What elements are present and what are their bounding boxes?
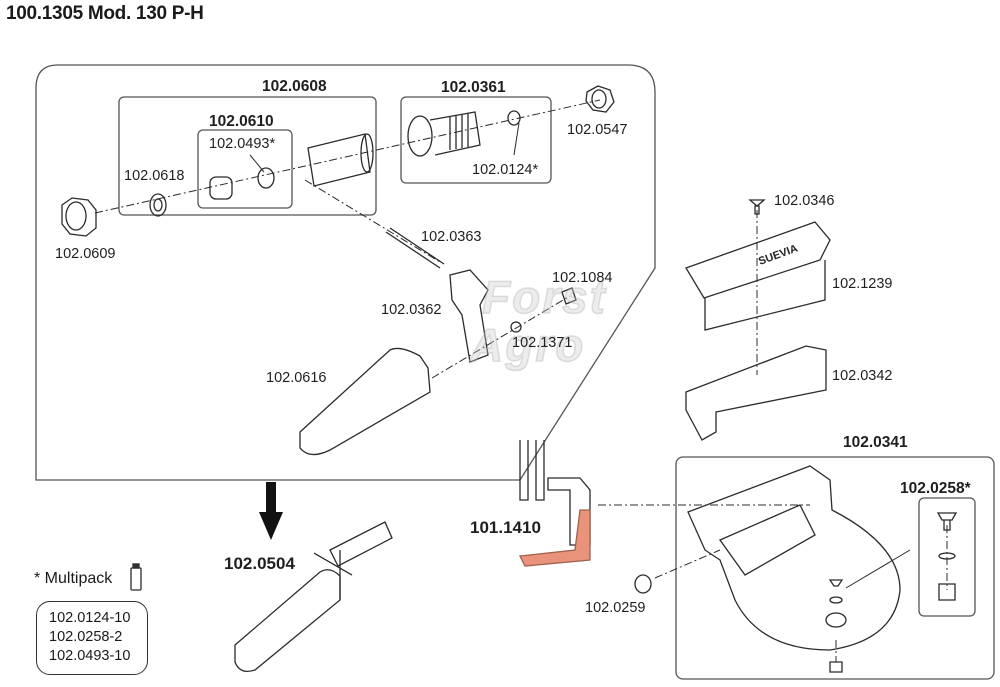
diagram-title: 100.1305 Mod. 130 P-H	[6, 3, 204, 24]
down-arrow	[259, 482, 283, 540]
part-label-102-1371: 102.1371	[512, 335, 573, 351]
multipack-item: 102.0258-2	[49, 629, 123, 645]
group-label-102-0361: 102.0361	[441, 79, 506, 96]
heater-plate-101-1410	[519, 509, 591, 567]
group-label-102-0504: 102.0504	[224, 554, 295, 573]
multipack-item: 102.0493-10	[49, 648, 131, 664]
group-label-102-0608: 102.0608	[262, 78, 327, 95]
part-label-102-0609: 102.0609	[55, 246, 116, 262]
washer-102-0124	[507, 110, 521, 126]
rod-102-0363	[385, 227, 445, 269]
cover-102-1239	[685, 221, 831, 299]
group-frame-102-0258	[918, 497, 976, 617]
lever-102-0362	[449, 269, 489, 363]
multipack-item: 102.0124-10	[49, 610, 131, 626]
group-frame-102-0610	[197, 129, 293, 209]
part-label-102-0363: 102.0363	[421, 229, 482, 245]
part-label-102-0547: 102.0547	[567, 122, 628, 138]
part-label-102-0618: 102.0618	[124, 168, 185, 184]
valve-assembly-frame	[35, 64, 656, 481]
group-label-102-0341: 102.0341	[843, 434, 908, 451]
part-label-102-0342: 102.0342	[832, 368, 893, 384]
part-label-102-0346: 102.0346	[774, 193, 835, 209]
ring-102-0618	[149, 193, 167, 217]
nut-102-0609	[61, 197, 97, 237]
watermark-line2: Agro	[469, 318, 586, 372]
part-label-102-0616: 102.0616	[266, 370, 327, 386]
part-label-102-0124: 102.0124*	[472, 162, 539, 178]
group-frame-102-0608	[118, 96, 377, 216]
valve-assembly-102-0504	[234, 569, 341, 673]
drinking-bowl-102-0341	[687, 465, 901, 651]
bracket-102-0342	[685, 345, 827, 441]
plug-102-0259	[634, 574, 652, 594]
part-label-102-1239: 102.1239	[832, 276, 893, 292]
group-label-102-0258: 102.0258*	[900, 480, 971, 497]
part-label-102-0259: 102.0259	[585, 600, 646, 616]
nut-102-0547	[585, 85, 615, 113]
threaded-fitting-102-0361	[407, 111, 481, 157]
part-label-102-0493: 102.0493*	[209, 136, 276, 152]
brand-logo: SUEVIA	[757, 243, 800, 268]
group-frame-102-0341	[675, 456, 995, 680]
float-102-0616	[299, 347, 431, 456]
group-label-102-0610: 102.0610	[209, 113, 274, 130]
watermark-line1: Forst	[481, 270, 607, 324]
part-label-102-0362: 102.0362	[381, 302, 442, 318]
part-label-102-1084: 102.1084	[552, 270, 613, 286]
valve-body	[307, 133, 371, 187]
multipack-label: * Multipack	[34, 570, 113, 587]
screw-102-0346	[748, 199, 766, 215]
multipack-list: 102.0124-10 102.0258-2 102.0493-10	[36, 601, 148, 675]
group-frame-102-0361	[400, 96, 552, 184]
group-label-101-1410: 101.1410	[470, 518, 541, 537]
